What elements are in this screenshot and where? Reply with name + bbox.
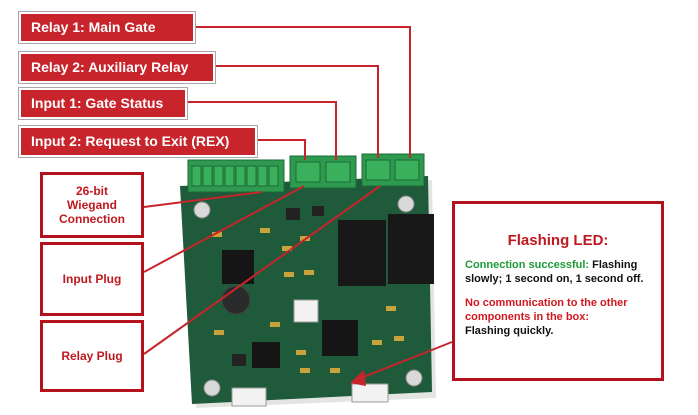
relay-component [338, 220, 386, 286]
buzzer [221, 285, 251, 315]
mount-hole [397, 195, 415, 213]
relay1-callout: Relay 1: Main Gate [18, 11, 196, 44]
relay-plug-label: Relay Plug [61, 349, 123, 363]
led-fail-label: No communication to the other components… [465, 297, 628, 323]
led-fail-text: No communication to the other components… [465, 296, 653, 338]
led-arrow-head [350, 370, 366, 386]
input1-callout: Input 1: Gate Status [18, 87, 188, 120]
ic-chip [252, 342, 280, 368]
led-success-label: Connection successful: [465, 259, 590, 271]
led-info-box: Flashing LED: Connection successful: Fla… [452, 201, 664, 381]
relay-plug-box: Relay Plug [40, 320, 144, 392]
input2-callout: Input 2: Request to Exit (REX) [18, 125, 258, 158]
input-plug-box: Input Plug [40, 242, 144, 316]
led-title: Flashing LED: [507, 232, 609, 249]
microcontroller [322, 320, 358, 356]
input-plug-label: Input Plug [62, 272, 122, 286]
header-connector [351, 383, 389, 403]
wiegand-label: 26-bit Wiegand Connection [59, 184, 125, 226]
led-fail-desc: Flashing quickly. [465, 325, 554, 337]
header-connector [231, 387, 267, 407]
relay2-callout: Relay 2: Auxiliary Relay [18, 51, 216, 84]
mount-hole [405, 369, 423, 387]
header-connector [293, 299, 319, 323]
mount-hole [203, 379, 221, 397]
wiegand-box: 26-bit Wiegand Connection [40, 172, 144, 238]
mount-hole [193, 201, 211, 219]
relay-component [388, 214, 434, 284]
led-success-text: Connection successful: Flashing slowly; … [465, 258, 653, 286]
led-success-desc: Flashing slowly; 1 second on, 1 second o… [465, 259, 644, 285]
